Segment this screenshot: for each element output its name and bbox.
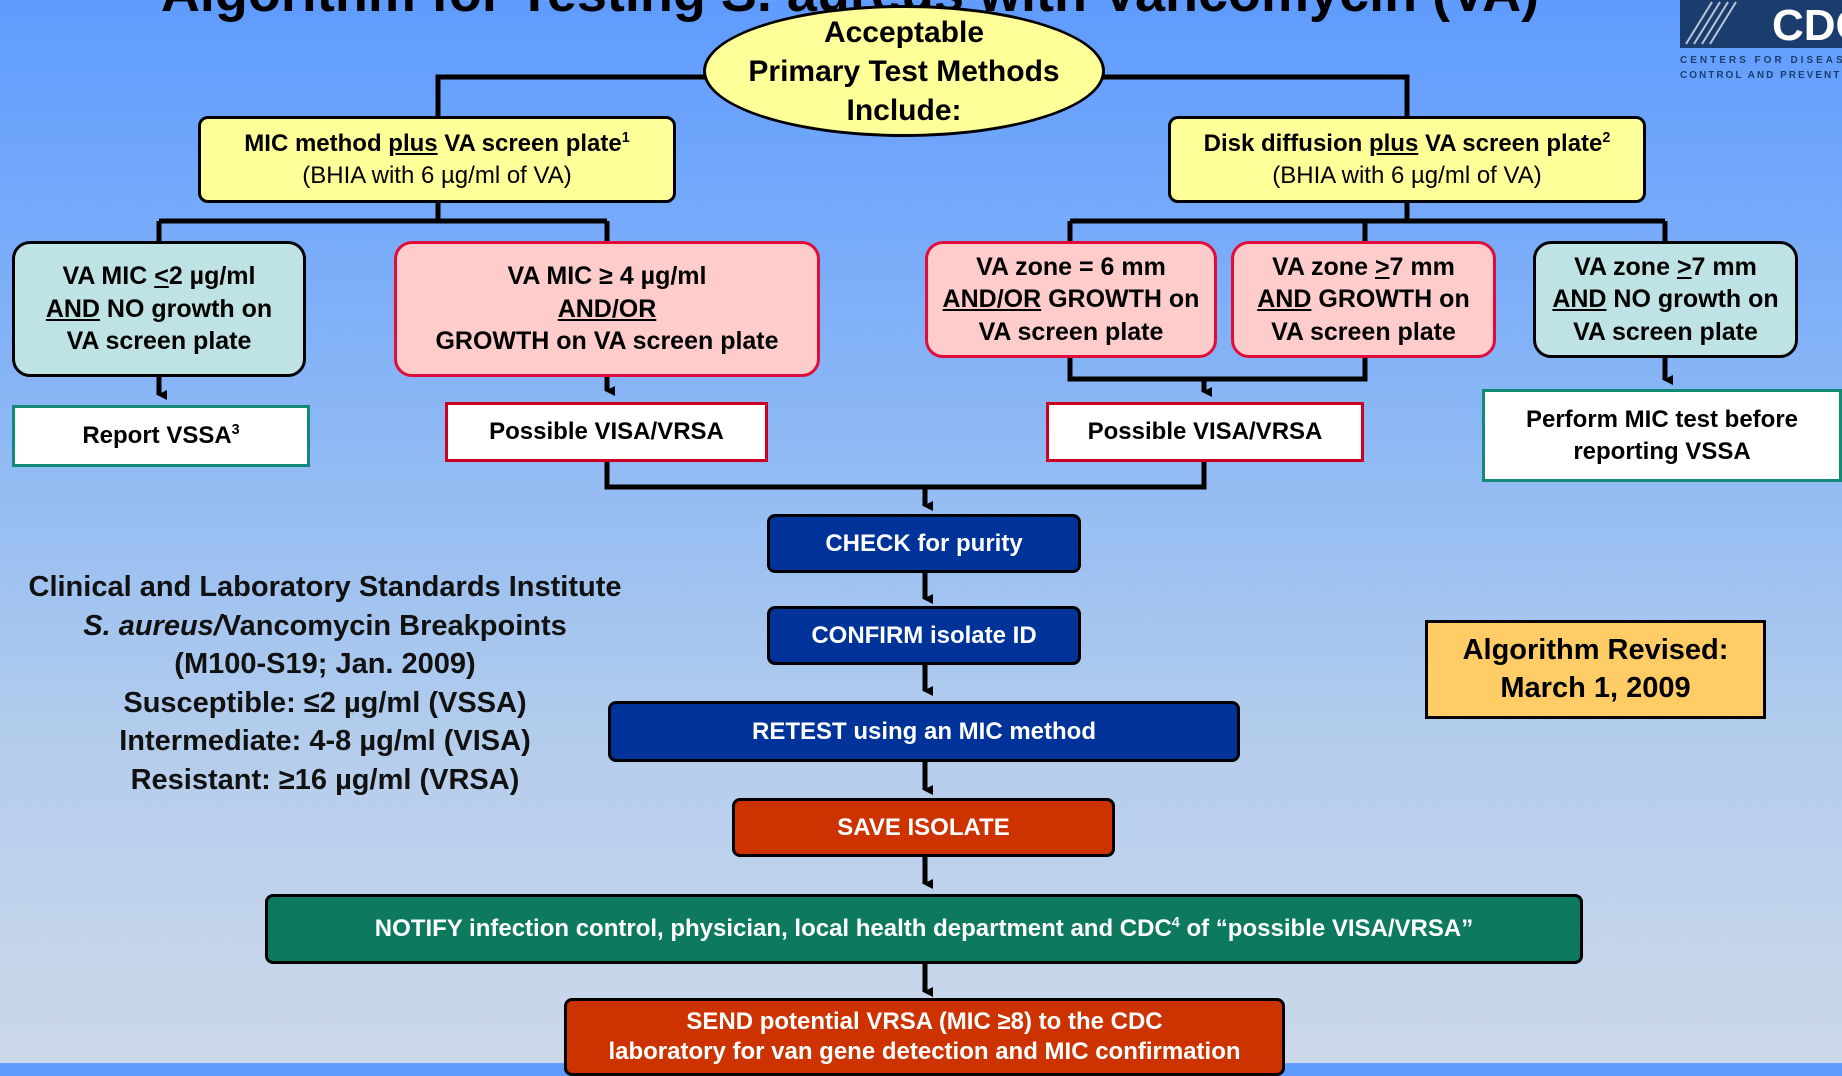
ellipse-line3: Include:: [846, 93, 962, 127]
report-vssa-box: Report VSSA3: [12, 405, 310, 467]
zone6-box: VA zone = 6 mm AND/OR GROWTH on VA scree…: [925, 241, 1217, 358]
possible-visa-left-box: Possible VISA/VRSA: [445, 402, 768, 462]
check-purity-box: CHECK for purity: [767, 514, 1081, 573]
svg-text:CDC: CDC: [1772, 1, 1842, 50]
zone7-no-growth-box: VA zone >7 mm AND NO growth on VA screen…: [1533, 241, 1798, 358]
mic-ge4-box: VA MIC ≥ 4 µg/ml AND/OR GROWTH on VA scr…: [394, 241, 820, 377]
save-isolate-box: SAVE ISOLATE: [732, 798, 1115, 857]
mic-le2-box: VA MIC <2 µg/ml AND NO growth on VA scre…: [12, 241, 306, 377]
primary-methods-ellipse: Acceptable Primary Test Methods Include:: [703, 5, 1105, 137]
retest-box: RETEST using an MIC method: [608, 701, 1240, 762]
logo-line2: CONTROL AND PREVENTION: [1680, 70, 1842, 81]
mic-method-box: MIC method plus VA screen plate1 (BHIA w…: [198, 116, 676, 203]
possible-visa-right-box: Possible VISA/VRSA: [1046, 402, 1364, 462]
mic-method-subtitle: (BHIA with 6 µg/ml of VA): [302, 161, 572, 189]
clsi-breakpoints: Clinical and Laboratory Standards Instit…: [28, 571, 622, 796]
ellipse-line1: Acceptable: [823, 15, 985, 49]
algorithm-revised-box: Algorithm Revised: March 1, 2009: [1425, 620, 1766, 719]
notify-box: NOTIFY infection control, physician, loc…: [265, 894, 1583, 964]
mic-method-title: MIC method plus VA screen plate1: [244, 130, 630, 158]
ellipse-line2: Primary Test Methods: [748, 54, 1060, 88]
cdc-logo: CDC CENTERS FOR DISEASE CONTROL AND PREV…: [1680, 0, 1842, 81]
send-box: SEND potential VRSA (MIC ≥8) to the CDC …: [564, 998, 1285, 1076]
disk-method-subtitle: (BHIA with 6 µg/ml of VA): [1272, 161, 1542, 189]
disk-method-title: Disk diffusion plus VA screen plate2: [1203, 130, 1611, 158]
confirm-id-box: CONFIRM isolate ID: [767, 606, 1081, 665]
disk-method-box: Disk diffusion plus VA screen plate2 (BH…: [1168, 116, 1646, 203]
logo-line1: CENTERS FOR DISEASE: [1680, 55, 1842, 66]
perform-mic-box: Perform MIC test before reporting VSSA: [1482, 389, 1842, 482]
zone7-growth-box: VA zone >7 mm AND GROWTH on VA screen pl…: [1231, 241, 1496, 358]
